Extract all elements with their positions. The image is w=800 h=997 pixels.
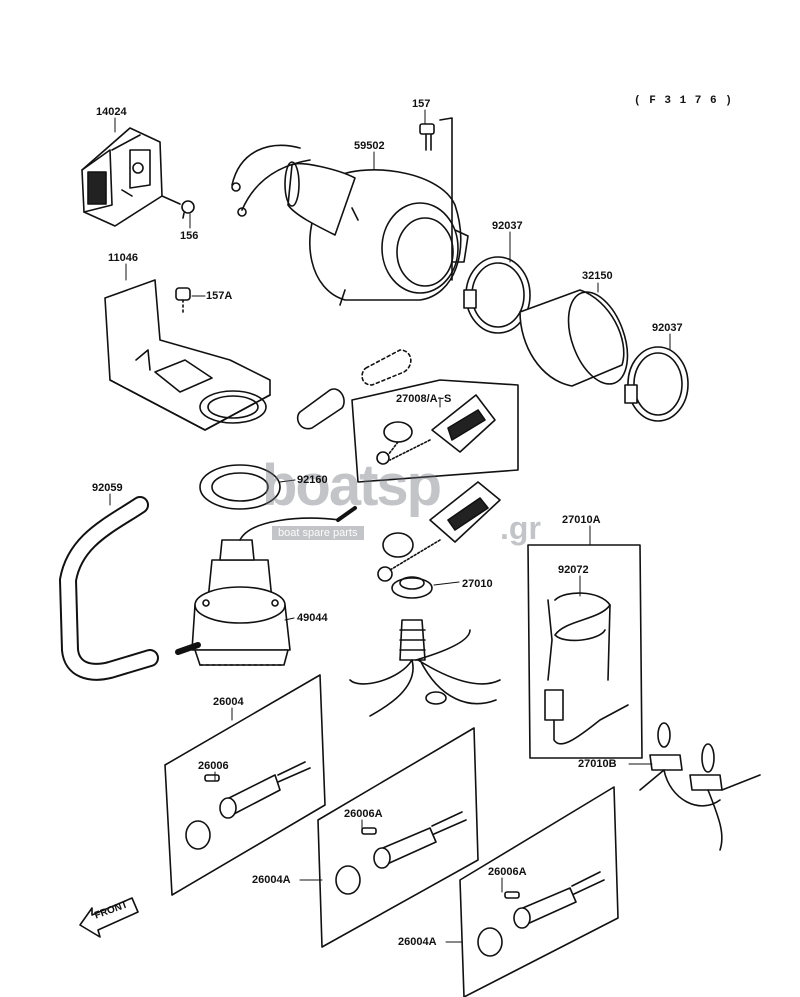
part-27010A-box: [527, 544, 643, 759]
part-label-26004A1: 26004A: [252, 874, 291, 886]
part-label-26004A2: 26004A: [398, 936, 437, 948]
part-157-bolt: [419, 123, 435, 151]
diagram-code: ( F 3 1 7 6 ): [634, 95, 733, 107]
part-156-screw: [161, 195, 195, 219]
part-label-11046: 11046: [108, 252, 138, 264]
part-dashed-sleeve: [361, 349, 412, 386]
watermark-brand: boatsp: [262, 453, 442, 518]
part-label-157A: 157A: [206, 290, 233, 302]
part-26004A-box-1: [317, 727, 479, 948]
part-14024-cover: [81, 127, 163, 227]
part-26004-box: [164, 674, 326, 896]
part-label-92072: 92072: [558, 564, 589, 576]
part-label-157: 157: [412, 98, 431, 110]
part-label-92160: 92160: [297, 474, 328, 486]
leader-lines: [109, 109, 671, 943]
part-92037-clamp-b: [624, 346, 689, 422]
part-59502-blower: [231, 117, 469, 306]
part-label-26006: 26006: [198, 760, 229, 772]
part-49044-pump: [175, 506, 357, 666]
part-27010-switch: [349, 481, 501, 717]
part-label-27008: 27008/A~S: [396, 393, 452, 405]
part-label-27010: 27010: [462, 578, 493, 590]
part-label-92037b: 92037: [652, 322, 683, 334]
part-32150-duct: [519, 289, 629, 387]
part-label-26006A2: 26006A: [488, 866, 527, 878]
part-collar: [296, 388, 345, 430]
part-11046-bracket: [104, 279, 271, 431]
part-27008-lanyard: [351, 379, 519, 483]
part-label-27010B: 27010B: [578, 758, 617, 770]
part-92037-clamp-a: [463, 256, 531, 334]
part-label-32150: 32150: [582, 270, 613, 282]
part-label-26006A1: 26006A: [344, 808, 383, 820]
part-label-49044: 49044: [297, 612, 328, 624]
part-27010B-switches: [639, 722, 761, 851]
part-label-92037a: 92037: [492, 220, 523, 232]
part-label-14024: 14024: [96, 106, 127, 118]
part-92160-seal: [199, 464, 281, 510]
part-92059-hose: [59, 496, 159, 681]
part-label-27010A: 27010A: [562, 514, 601, 526]
watermark-suffix: .gr: [500, 510, 541, 546]
part-26004A-box-2: [459, 786, 619, 997]
part-label-59502: 59502: [354, 140, 385, 152]
part-label-26004: 26004: [213, 696, 244, 708]
part-label-156: 156: [180, 230, 199, 242]
part-label-92059: 92059: [92, 482, 123, 494]
front-arrow-icon: [79, 897, 139, 938]
watermark-tagline: boat spare parts: [272, 526, 364, 540]
part-157A-bolt: [175, 287, 191, 313]
